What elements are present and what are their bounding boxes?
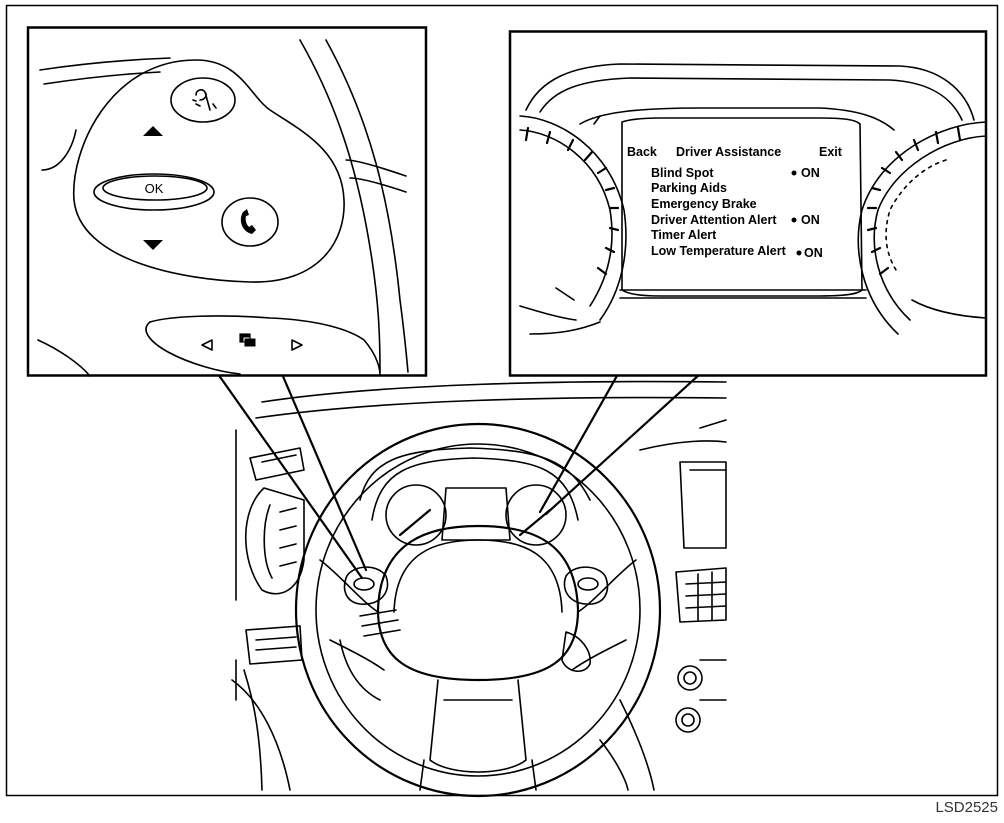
menu-item-status: ON	[804, 246, 823, 260]
menu-item[interactable]: Parking Aids	[651, 181, 727, 195]
status-dot-icon	[791, 217, 797, 223]
display-inset-frame	[508, 30, 988, 377]
menu-item-label: Low Temperature Alert	[651, 244, 787, 258]
switch-inset: OK	[26, 26, 428, 377]
menu-item-label: Blind Spot	[651, 166, 714, 180]
menu-item-status: ON	[801, 213, 820, 227]
status-dot-icon	[791, 170, 797, 176]
menu-item-status: ON	[801, 166, 820, 180]
menu-item[interactable]: Emergency Brake	[651, 197, 757, 211]
steering-wheel-scene	[231, 380, 727, 798]
menu-item-label: Emergency Brake	[651, 197, 757, 211]
menu-back-label[interactable]: Back	[627, 145, 657, 159]
display-toggle-icon[interactable]	[239, 333, 257, 348]
menu-item[interactable]: Timer Alert	[651, 228, 717, 242]
menu-title: Driver Assistance	[676, 145, 781, 159]
ok-button[interactable]: OK	[93, 173, 215, 211]
display-inset: Back Driver Assistance Exit Blind Spot O…	[508, 30, 988, 377]
menu-item[interactable]: Low Temperature Alert ON	[651, 244, 823, 260]
phone-icon[interactable]	[240, 209, 256, 234]
ok-button-label: OK	[145, 181, 164, 196]
menu-item[interactable]: Blind Spot ON	[651, 166, 820, 180]
left-arrow-icon[interactable]	[201, 339, 213, 351]
menu-exit-label[interactable]: Exit	[819, 145, 843, 159]
menu-item-label: Driver Attention Alert	[651, 213, 777, 227]
switch-inset-frame	[26, 26, 428, 377]
menu-item-label: Parking Aids	[651, 181, 727, 195]
menu-item[interactable]: Driver Attention Alert ON	[651, 213, 820, 227]
menu-item-label: Timer Alert	[651, 228, 717, 242]
up-arrow-icon[interactable]	[143, 126, 163, 136]
callout-lines	[216, 372, 702, 580]
status-dot-icon	[796, 250, 802, 256]
voice-icon	[192, 89, 217, 111]
down-arrow-icon[interactable]	[143, 240, 163, 250]
figure-code: LSD2525	[935, 799, 998, 816]
right-arrow-icon[interactable]	[291, 339, 303, 351]
